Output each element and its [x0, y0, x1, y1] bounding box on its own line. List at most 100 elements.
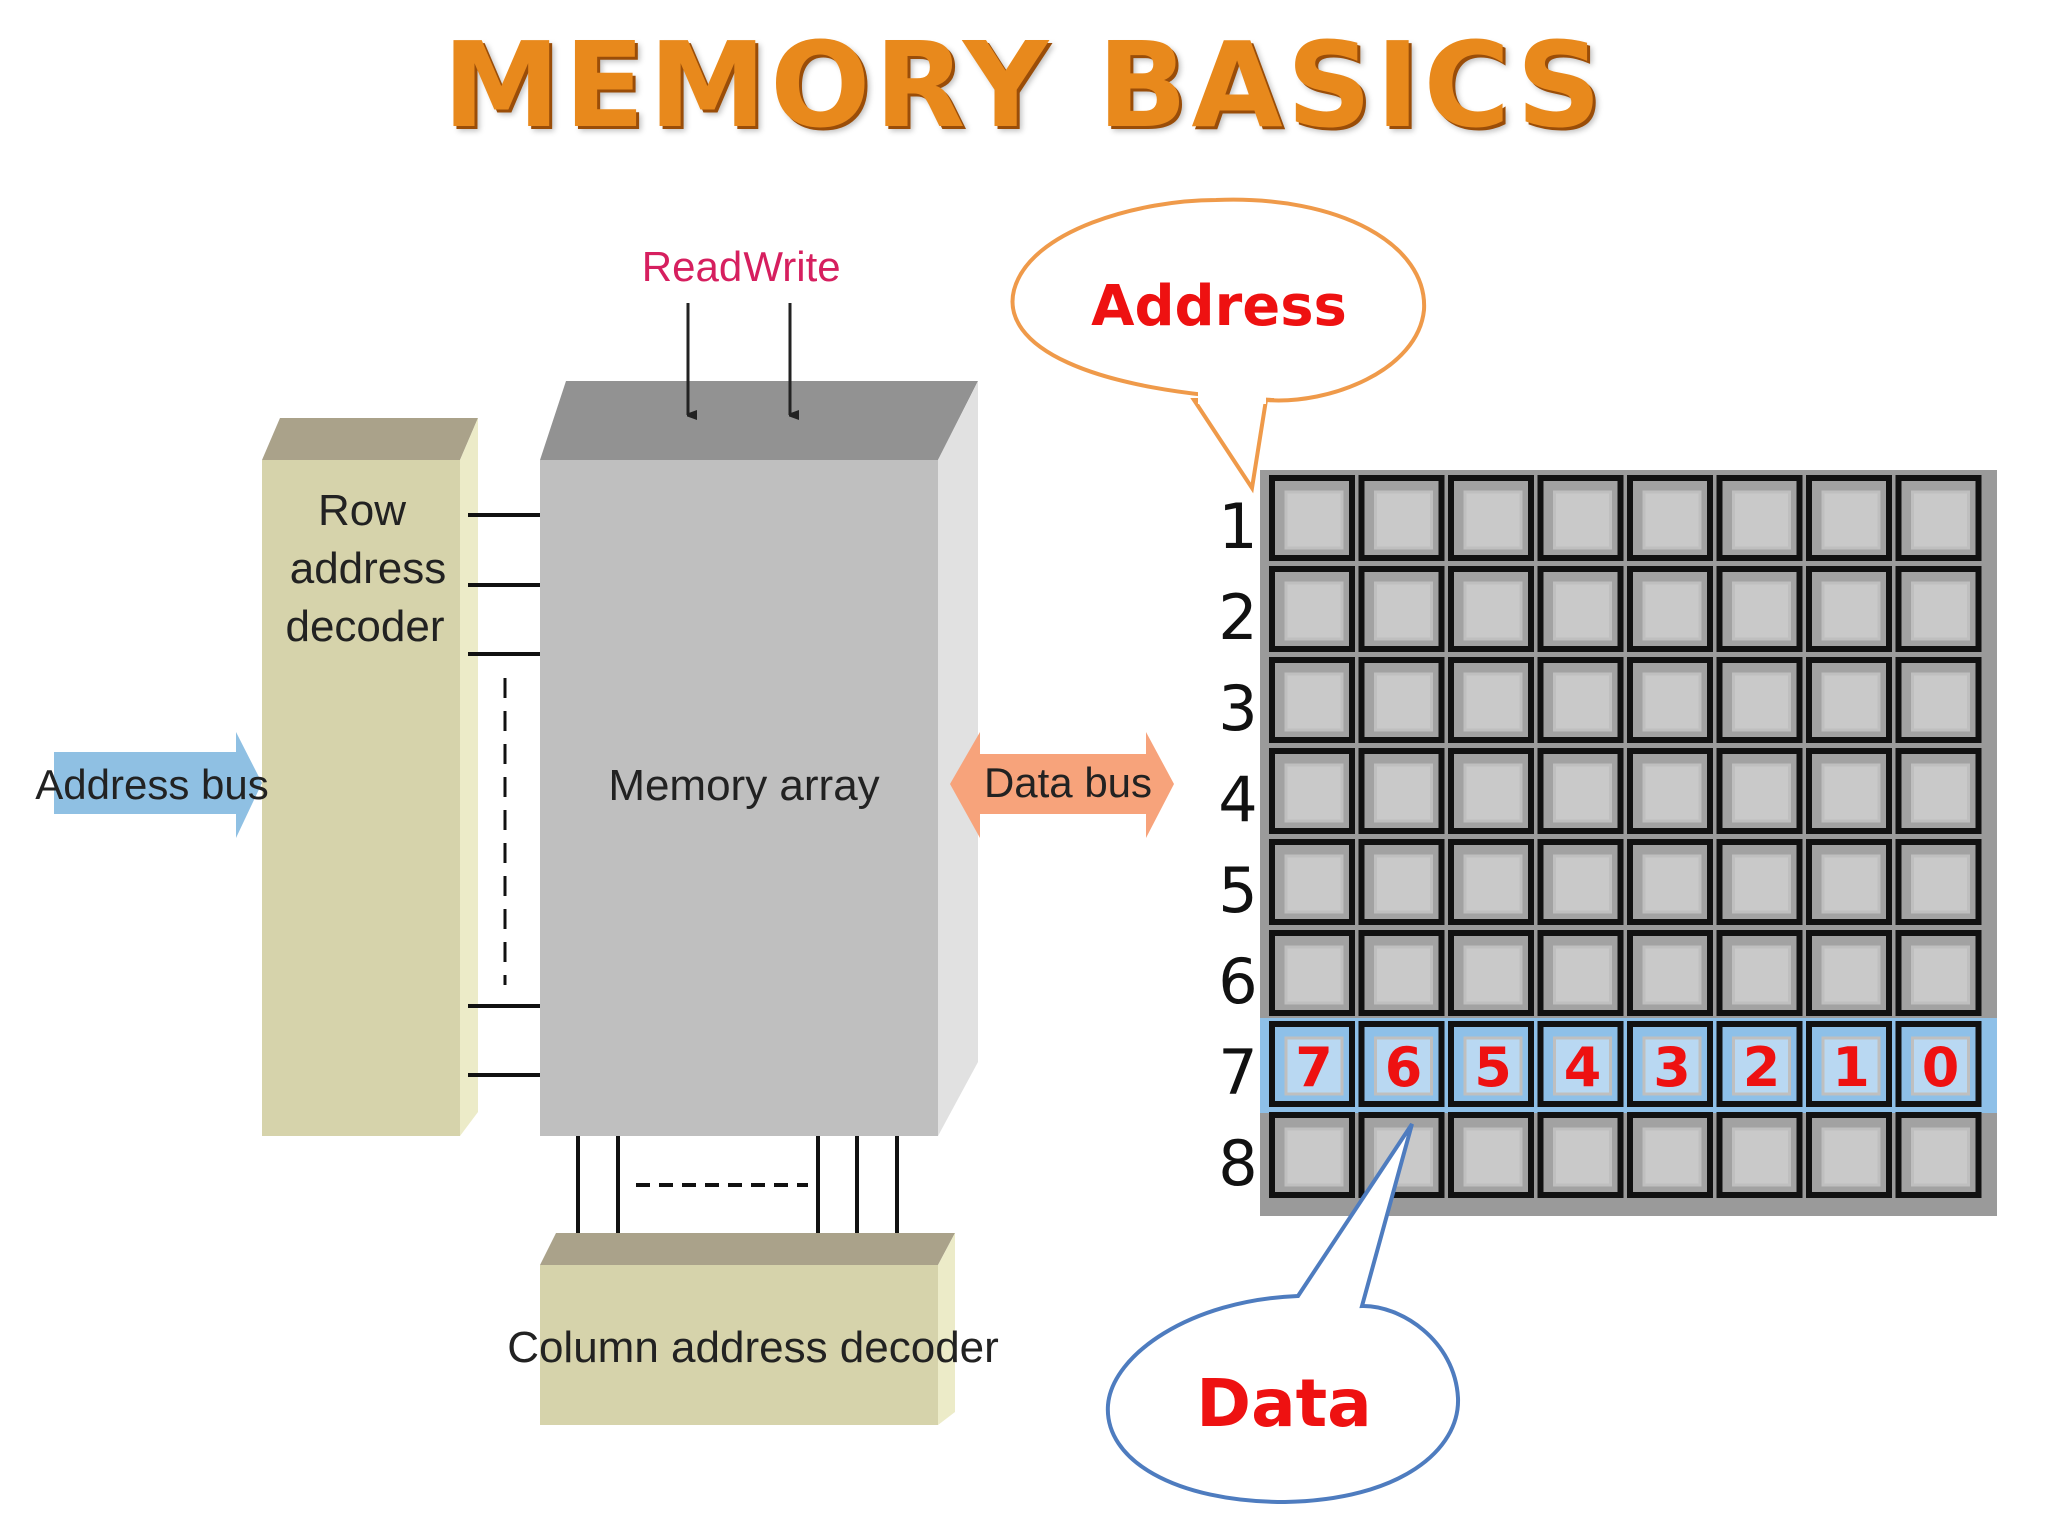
memory-cell-inner: [1911, 490, 1970, 550]
memory-cell-inner: [1821, 1036, 1881, 1096]
memory-cell-inner: [1284, 1036, 1344, 1096]
memory-cell-inner: [1553, 672, 1612, 732]
memory-cell-inner: [1821, 763, 1881, 823]
row-number-label: 5: [1218, 854, 1257, 927]
memory-cell-inner: [1911, 1036, 1970, 1096]
memory-cell-inner: [1374, 945, 1433, 1005]
address-callout-bubble: [1010, 197, 1427, 494]
memory-cell-inner: [1642, 763, 1702, 823]
row-address-decoder: Row address decoder: [262, 418, 478, 1136]
row-number-label: 2: [1218, 581, 1257, 654]
memory-cell-inner: [1732, 581, 1791, 641]
row-select-lines: [468, 513, 540, 1077]
column-select-lines: [576, 1136, 899, 1245]
memory-cell-inner: [1284, 490, 1344, 550]
memory-cell-inner: [1463, 763, 1523, 823]
memory-cell-inner: [1642, 1127, 1702, 1187]
memory-cell-inner: [1374, 581, 1433, 641]
bit-index-label: 1: [1832, 1036, 1870, 1099]
memory-cell-inner: [1553, 945, 1612, 1005]
address-bus-label: Address bus: [35, 761, 268, 808]
address-callout: Address: [1010, 197, 1427, 494]
memory-cell-inner: [1463, 1127, 1523, 1187]
memory-cell-inner: [1553, 581, 1612, 641]
memory-cell-inner: [1821, 1127, 1881, 1187]
data-callout-label: Data: [1196, 1365, 1371, 1442]
row-decoder-label-line1: Row: [318, 486, 406, 535]
row-decoder-label-line3: decoder: [285, 602, 444, 651]
memory-cell-inner: [1284, 672, 1344, 732]
memory-cell-inner: [1553, 854, 1612, 914]
memory-cell-inner: [1821, 490, 1881, 550]
memory-cell-inner: [1642, 945, 1702, 1005]
memory-cell-inner: [1374, 854, 1433, 914]
memory-cell-inner: [1553, 1036, 1612, 1096]
memory-cell-inner: [1821, 672, 1881, 732]
row-number-label: 6: [1218, 945, 1257, 1018]
memory-cell-inner: [1911, 945, 1970, 1005]
bit-index-label: 4: [1564, 1036, 1602, 1099]
memory-cell-inner: [1553, 490, 1612, 550]
memory-cell-inner: [1463, 945, 1523, 1005]
memory-cell-inner: [1732, 490, 1791, 550]
row-number-label: 7: [1218, 1036, 1257, 1109]
read-label: Read: [642, 243, 742, 290]
memory-cell-inner: [1374, 763, 1433, 823]
write-label: Write: [743, 243, 840, 290]
memory-cell-inner: [1642, 581, 1702, 641]
read-write-signals: Read Write: [642, 243, 841, 415]
bit-index-label: 6: [1385, 1036, 1423, 1099]
memory-cell-inner: [1911, 854, 1970, 914]
page-title: MEMORY BASICS: [442, 16, 1606, 154]
bit-index-label: 7: [1295, 1036, 1333, 1099]
memory-cell-inner: [1284, 581, 1344, 641]
address-callout-label: Address: [1091, 274, 1347, 339]
memory-cell-inner: [1463, 581, 1523, 641]
data-callout-bubble: [1105, 1122, 1461, 1505]
memory-cell-inner: [1463, 672, 1523, 732]
memory-cell-inner: [1284, 763, 1344, 823]
memory-cell-inner: [1374, 1036, 1433, 1096]
row-number-label: 8: [1218, 1127, 1257, 1200]
memory-cell-inner: [1911, 581, 1970, 641]
data-bus-label: Data bus: [984, 759, 1152, 806]
memory-cell-inner: [1284, 1127, 1344, 1187]
memory-cell-inner: [1911, 1127, 1970, 1187]
memory-cell-inner: [1732, 945, 1791, 1005]
column-decoder-label: Column address decoder: [507, 1323, 999, 1372]
memory-cell-inner: [1553, 763, 1612, 823]
memory-array-label: Memory array: [608, 761, 879, 810]
memory-cell-inner: [1732, 1036, 1791, 1096]
bit-index-label: 5: [1474, 1036, 1512, 1099]
memory-cell-inner: [1642, 672, 1702, 732]
memory-cell-inner: [1821, 854, 1881, 914]
row-decoder-label-line2: address: [290, 544, 447, 593]
memory-cell-inner: [1732, 672, 1791, 732]
memory-cell-inner: [1284, 945, 1344, 1005]
memory-cell-inner: [1911, 763, 1970, 823]
bit-index-label: 3: [1653, 1036, 1691, 1099]
memory-cell-inner: [1463, 490, 1523, 550]
row-number-label: 4: [1218, 763, 1257, 836]
memory-cell-inner: [1553, 1127, 1612, 1187]
memory-cell-inner: [1374, 672, 1433, 732]
row-number-label: 3: [1218, 672, 1257, 745]
bit-index-label: 2: [1743, 1036, 1781, 1099]
column-address-decoder: Column address decoder: [507, 1233, 999, 1425]
memory-cell-inner: [1732, 1127, 1791, 1187]
memory-cell-inner: [1821, 945, 1881, 1005]
bit-index-label: 0: [1922, 1036, 1960, 1099]
row-number-label: 1: [1218, 490, 1257, 563]
memory-cell-inner: [1732, 763, 1791, 823]
memory-cell-inner: [1463, 1036, 1523, 1096]
memory-cell-inner: [1642, 490, 1702, 550]
memory-cell-inner: [1284, 854, 1344, 914]
data-callout: Data: [1105, 1122, 1461, 1505]
memory-cell-inner: [1642, 1036, 1702, 1096]
memory-cell-inner: [1374, 490, 1433, 550]
memory-cell-inner: [1821, 581, 1881, 641]
memory-cell-inner: [1642, 854, 1702, 914]
memory-cell-inner: [1911, 672, 1970, 732]
